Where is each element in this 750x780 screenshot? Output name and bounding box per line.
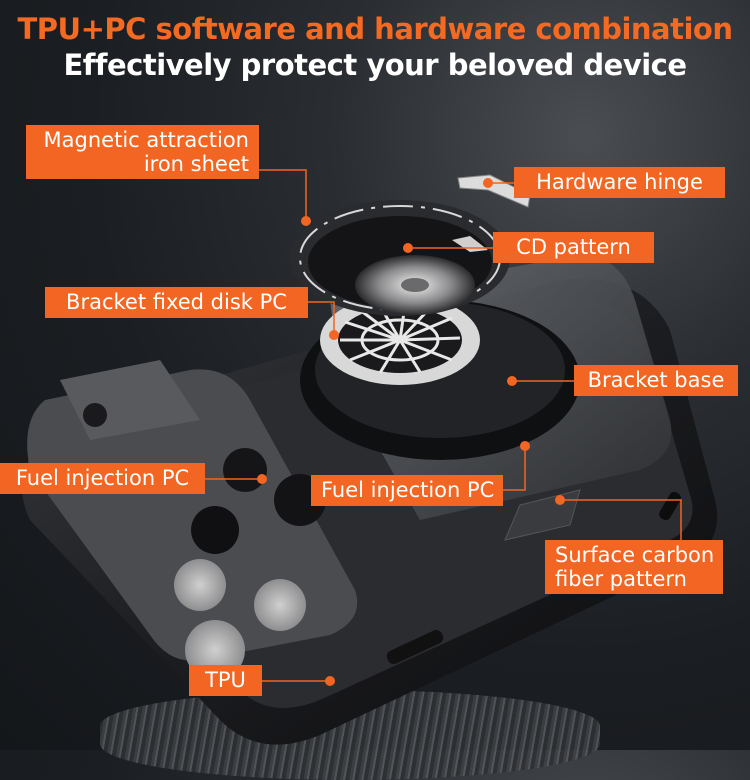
headline-title: TPU+PC software and hardware combination bbox=[17, 12, 734, 46]
bracket-base bbox=[300, 300, 580, 460]
callout-line-1: Surface carbon bbox=[555, 543, 715, 567]
rock-pedestal bbox=[100, 690, 600, 780]
callout-cd-pattern: CD pattern bbox=[493, 232, 654, 263]
callout-line-2: iron sheet bbox=[143, 152, 249, 176]
callout-line-2: fiber pattern bbox=[555, 567, 687, 591]
callout-tpu: TPU bbox=[189, 665, 262, 696]
magnetic-ring bbox=[290, 200, 510, 316]
callout-fuel-injection-left: Fuel injection PC bbox=[0, 463, 205, 494]
bracket-fixed-disk bbox=[320, 295, 480, 385]
headline-subtitle: Effectively protect your beloved device bbox=[63, 48, 687, 82]
callout-fuel-injection-center: Fuel injection PC bbox=[311, 475, 503, 506]
callout-carbon-fiber: Surface carbon fiber pattern bbox=[545, 540, 723, 594]
callout-bracket-base: Bracket base bbox=[574, 365, 738, 396]
callout-hardware-hinge: Hardware hinge bbox=[514, 167, 725, 198]
callout-line-1: Magnetic attraction bbox=[43, 128, 249, 152]
product-infographic: TPU+PC software and hardware combination… bbox=[0, 12, 738, 780]
callout-magnetic-iron-sheet: Magnetic attraction iron sheet bbox=[26, 125, 259, 179]
callout-bracket-fixed-disk: Bracket fixed disk PC bbox=[45, 287, 308, 318]
